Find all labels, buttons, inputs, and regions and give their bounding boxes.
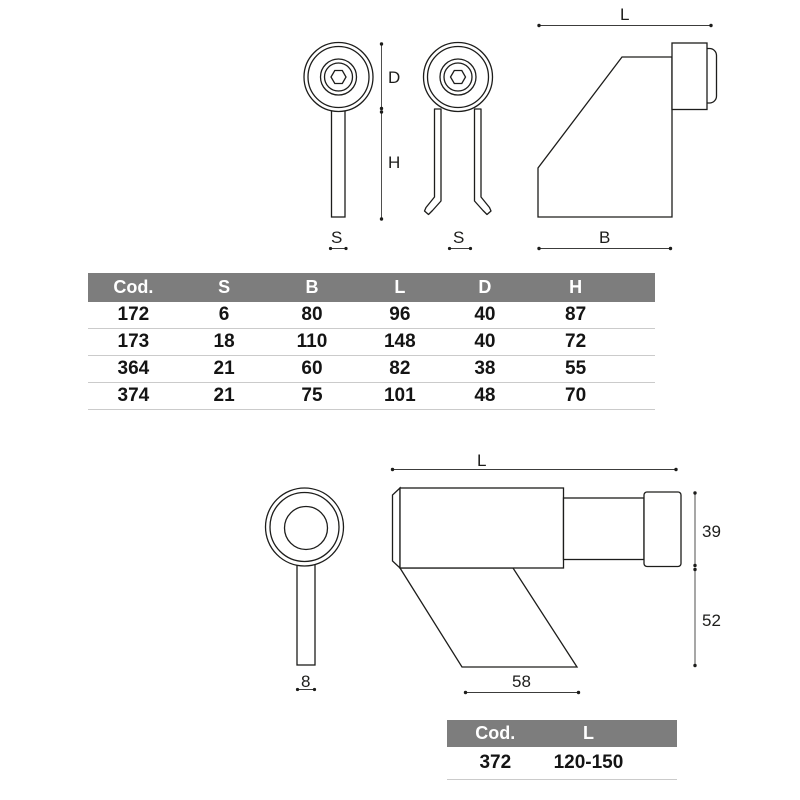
col-header-s: S: [218, 277, 231, 297]
col-header-b: B: [305, 277, 319, 297]
table-row: 173 18 110 148 40 72: [88, 329, 655, 356]
dimensions-table: Cod. S B L D H 172 6 80 96 40 87 173 18 …: [88, 273, 655, 410]
hex-socket: [449, 69, 467, 85]
cell-b: 80: [301, 304, 323, 325]
cell-l: 82: [389, 358, 411, 379]
drawing-front-single: D H S: [303, 41, 400, 251]
table-row: 372 120-150: [447, 747, 677, 780]
head-outer-circle: [264, 487, 345, 567]
cell-b: 60: [301, 358, 323, 379]
hex-socket: [330, 69, 347, 85]
head-ring: [307, 45, 370, 109]
head-ring: [426, 45, 490, 109]
cell-l: 96: [389, 304, 411, 325]
end-cap: [643, 491, 682, 568]
head-outer-circle: [303, 41, 374, 113]
col-header-h: H: [569, 277, 583, 297]
cell-d: 38: [474, 358, 496, 379]
cell-cod: 364: [117, 358, 150, 379]
cell-l: 120-150: [553, 752, 624, 773]
left-prong: [423, 108, 442, 216]
main-body: [399, 487, 565, 569]
head-block: [671, 42, 708, 111]
cell-s: 6: [218, 304, 230, 325]
head-inner-circle: [283, 505, 329, 551]
drawing-front-double: S: [422, 41, 494, 251]
cell-cod: 172: [117, 304, 150, 325]
bracket-body: [537, 56, 673, 218]
cell-l: 148: [383, 331, 416, 352]
dim-label-s: S: [331, 228, 342, 247]
cell-b: 110: [296, 331, 328, 352]
dim-label-58: 58: [512, 672, 531, 691]
neck-bar: [562, 497, 645, 561]
cell-cod: 173: [117, 331, 150, 352]
col-header-l: L: [394, 277, 406, 297]
cell-d: 40: [474, 304, 496, 325]
col-header-l: L: [582, 723, 594, 743]
dim-label-l: L: [477, 451, 486, 470]
dim-label-l: L: [620, 5, 629, 24]
drawing-side-top: L B: [537, 5, 718, 251]
table-row: 172 6 80 96 40 87: [88, 302, 655, 329]
dim-label-h: H: [388, 153, 400, 172]
dim-label-39: 39: [702, 522, 721, 541]
strap-shape: [398, 567, 579, 668]
cell-s: 21: [213, 385, 235, 406]
cell-h: 55: [565, 358, 587, 379]
cell-cod: 374: [117, 385, 150, 406]
cell-s: 18: [213, 331, 235, 352]
cell-b: 75: [301, 385, 323, 406]
head-inner-ring2: [443, 62, 473, 92]
table-row: 364 21 60 82 38 55: [88, 356, 655, 383]
right-prong: [473, 108, 492, 216]
cell-h: 87: [565, 304, 587, 325]
code-table: Cod. L 372 120-150: [447, 720, 677, 780]
col-header-cod: Cod.: [475, 723, 516, 743]
head-ring: [269, 491, 340, 563]
table-header-row: Cod. L: [447, 720, 677, 747]
head-inner-ring: [439, 58, 477, 96]
col-header-cod: Cod.: [113, 277, 154, 297]
dim-label-s: S: [453, 228, 464, 247]
table-header-row: Cod. S B L D H: [88, 273, 655, 302]
drawing-side-bottom: L 39 52 58: [390, 451, 721, 695]
dim-label-b: B: [599, 228, 610, 247]
cell-d: 48: [474, 385, 496, 406]
cell-l: 101: [383, 385, 416, 406]
cell-d: 40: [474, 331, 496, 352]
chamfer-edge: [391, 486, 401, 570]
cell-s: 21: [213, 358, 235, 379]
table-row: 374 21 75 101 48 70: [88, 383, 655, 410]
drawing-front-bottom: 8: [264, 487, 345, 692]
dim-label-8: 8: [301, 672, 310, 691]
dim-label-52: 52: [702, 611, 721, 630]
head-inner-ring: [319, 58, 358, 96]
cell-cod: 372: [479, 752, 512, 773]
head-outer-circle: [422, 41, 494, 113]
cell-h: 70: [565, 385, 587, 406]
dim-label-d: D: [388, 68, 400, 87]
cell-h: 72: [565, 331, 587, 352]
head-inner-ring2: [323, 62, 354, 92]
col-header-d: D: [478, 277, 492, 297]
